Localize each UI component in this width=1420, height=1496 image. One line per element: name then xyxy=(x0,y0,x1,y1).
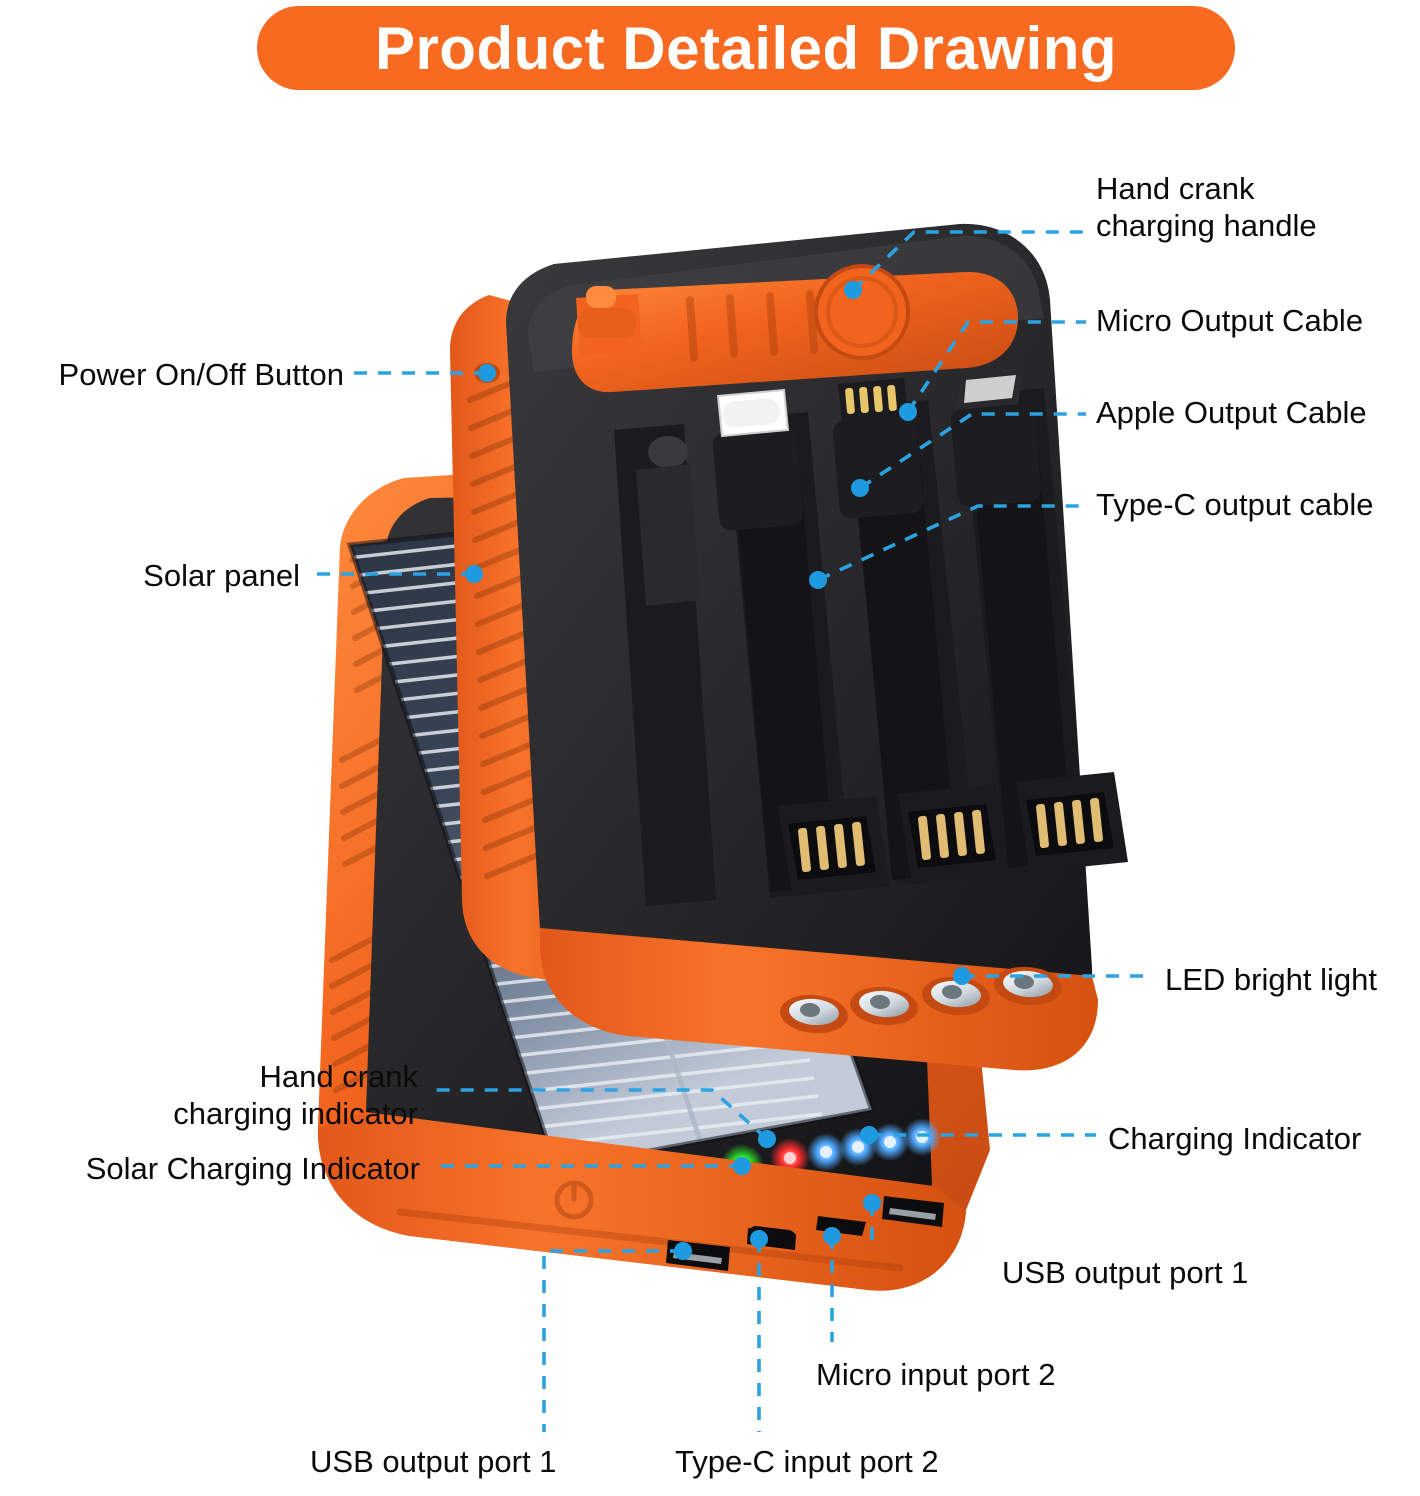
top-unit xyxy=(450,223,1128,1071)
usb-a-connector-3 xyxy=(1016,772,1128,872)
usb-a-connector-1 xyxy=(778,796,890,896)
power-on-off-button[interactable] xyxy=(474,363,500,383)
usb-a-connector-2 xyxy=(898,784,1010,884)
callout-label-solar-panel: Solar panel xyxy=(143,558,300,593)
page-title-banner: Product Detailed Drawing xyxy=(257,6,1235,90)
page-title: Product Detailed Drawing xyxy=(374,14,1118,82)
callout-label-micro-output-cable: Micro Output Cable xyxy=(1096,303,1364,338)
callout-label-usb-output-port-1-right: USB output port 1 xyxy=(1002,1255,1249,1290)
callout-label-hand-crank-charging-indicator: Hand crank charging indicator xyxy=(173,1059,418,1131)
callout-label-solar-charging-indicator: Solar Charging Indicator xyxy=(85,1151,420,1186)
led-bright-lights xyxy=(780,966,1062,1034)
callout-label-micro-input-port-2: Micro input port 2 xyxy=(816,1357,1056,1392)
callout-label-type-c-input-port-2: Type-C input port 2 xyxy=(675,1444,939,1479)
callout-label-hand-crank-charging-handle: Hand crank charging handle xyxy=(1096,171,1317,243)
hand-crank-charging-handle xyxy=(572,264,1018,393)
callout-label-charging-indicator: Charging Indicator xyxy=(1108,1121,1362,1156)
callout-label-power-on-off-button: Power On/Off Button xyxy=(58,357,344,392)
callout-label-apple-output-cable: Apple Output Cable xyxy=(1096,395,1367,430)
callout-label-usb-output-port-1-bottom: USB output port 1 xyxy=(310,1444,557,1479)
power-symbol-emboss xyxy=(554,1180,594,1220)
callout-label-type-c-output-cable: Type-C output cable xyxy=(1096,487,1374,522)
charging-indicator-leds xyxy=(807,1118,941,1171)
callout-label-led-bright-light: LED bright light xyxy=(1165,962,1377,997)
cable-clip xyxy=(636,436,700,606)
bottom-unit-port-face xyxy=(317,1112,966,1291)
type-c-output-cable xyxy=(712,388,890,896)
